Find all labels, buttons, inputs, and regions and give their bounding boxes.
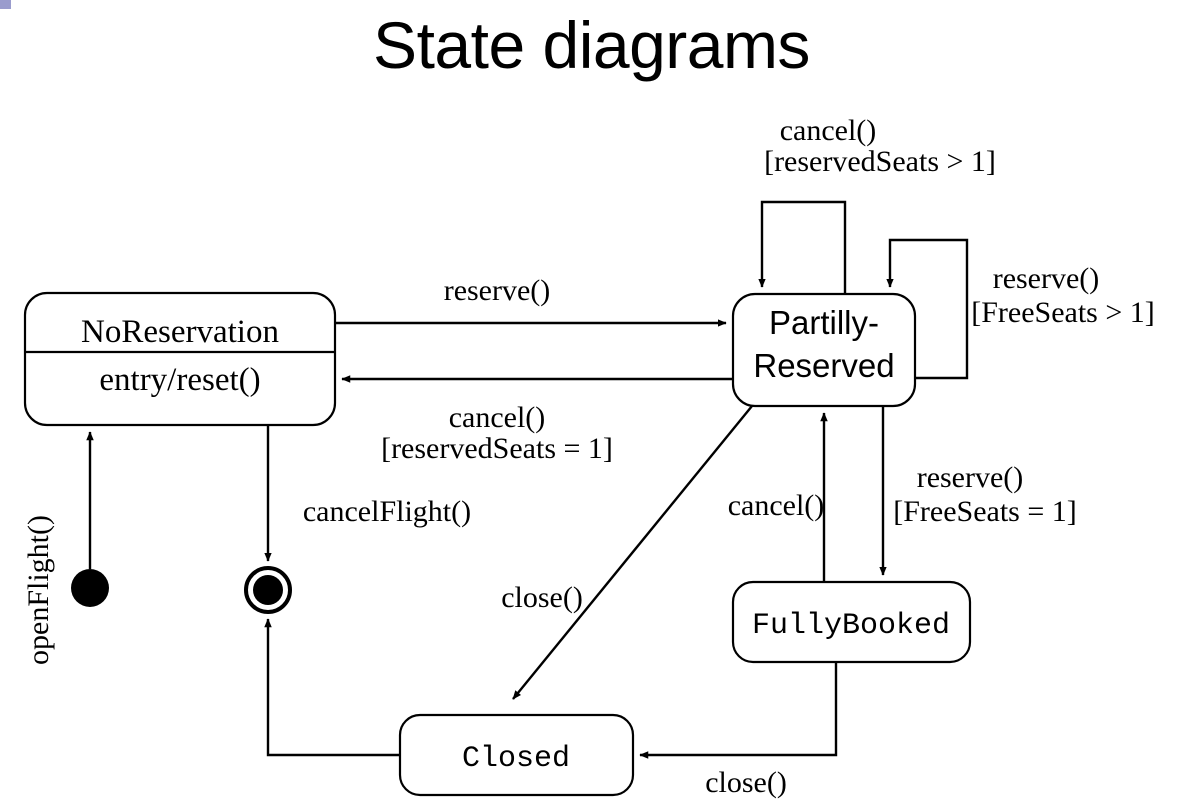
initial-state-node[interactable] xyxy=(71,569,109,607)
transition-cancel-self[interactable]: cancel() [reservedSeats > 1] xyxy=(758,114,996,294)
transition-cancel-back[interactable]: cancel() xyxy=(728,412,828,582)
page-title: State diagrams xyxy=(373,8,810,82)
transition-close-partial[interactable]: close() xyxy=(501,405,753,700)
transition-label-close-full: close() xyxy=(705,766,787,799)
transition-close-full-path xyxy=(639,662,838,759)
transition-close-partial-path xyxy=(512,405,753,700)
state-label-closed: Closed xyxy=(462,742,570,776)
transition-label-cancel-flight: cancelFlight() xyxy=(303,495,471,528)
transition-label-cancel-one-event: cancel() xyxy=(449,401,546,434)
transition-label-close-partial: close() xyxy=(501,581,583,614)
state-no-reservation[interactable]: NoReservation entry/reset() xyxy=(23,291,337,427)
transition-reserve-self-path xyxy=(886,238,969,380)
transition-reserve[interactable]: reserve() xyxy=(335,274,727,327)
transition-closed-final[interactable] xyxy=(264,618,400,757)
state-label-partilly-reserved-line2: Reserved xyxy=(753,347,894,384)
transition-reserve-full[interactable]: reserve() [FreeSeats = 1] xyxy=(879,406,1077,576)
transition-label-reserve-self-guard: [FreeSeats > 1] xyxy=(971,296,1155,329)
state-partilly-reserved[interactable]: Partilly- Reserved xyxy=(731,292,917,408)
final-state-node[interactable] xyxy=(244,566,292,614)
transition-label-open-flight: openFlight() xyxy=(22,515,55,665)
transition-label-cancel-back: cancel() xyxy=(728,489,825,522)
state-compartment-no-reservation: entry/reset() xyxy=(99,362,260,398)
state-label-no-reservation: NoReservation xyxy=(81,314,279,350)
transition-closed-final-path xyxy=(264,618,400,757)
transition-open-flight[interactable]: openFlight() xyxy=(22,431,94,665)
transition-label-reserve-full-guard: [FreeSeats = 1] xyxy=(893,495,1077,528)
transition-cancel-one[interactable]: cancel() [reservedSeats = 1] xyxy=(341,375,733,465)
transition-close-full[interactable]: close() xyxy=(639,662,838,799)
transition-cancel-flight[interactable]: cancelFlight() xyxy=(264,425,471,562)
transition-label-cancel-one-guard: [reservedSeats = 1] xyxy=(381,432,613,465)
transition-reserve-self[interactable]: reserve() [FreeSeats > 1] xyxy=(886,238,1155,380)
transition-label-reserve-self-event: reserve() xyxy=(993,262,1100,295)
state-box-no-reservation xyxy=(23,291,337,427)
state-label-fully-booked: FullyBooked xyxy=(752,609,950,643)
initial-state-dot xyxy=(71,569,109,607)
state-box-fully-booked xyxy=(731,580,972,664)
transition-label-cancel-self-guard: [reservedSeats > 1] xyxy=(764,145,996,178)
transition-cancel-self-path xyxy=(758,200,847,294)
slide-corner-marker xyxy=(0,0,11,9)
transition-label-cancel-self-event: cancel() xyxy=(780,114,877,147)
transition-label-reserve: reserve() xyxy=(444,274,551,307)
final-state-ring xyxy=(244,566,292,614)
state-closed[interactable]: Closed xyxy=(398,713,635,797)
final-state-dot xyxy=(253,575,283,605)
state-box-partilly-reserved xyxy=(731,292,917,408)
state-fully-booked[interactable]: FullyBooked xyxy=(731,580,972,664)
transition-label-reserve-full-event: reserve() xyxy=(917,461,1024,494)
state-label-partilly-reserved-line1: Partilly- xyxy=(769,304,879,341)
